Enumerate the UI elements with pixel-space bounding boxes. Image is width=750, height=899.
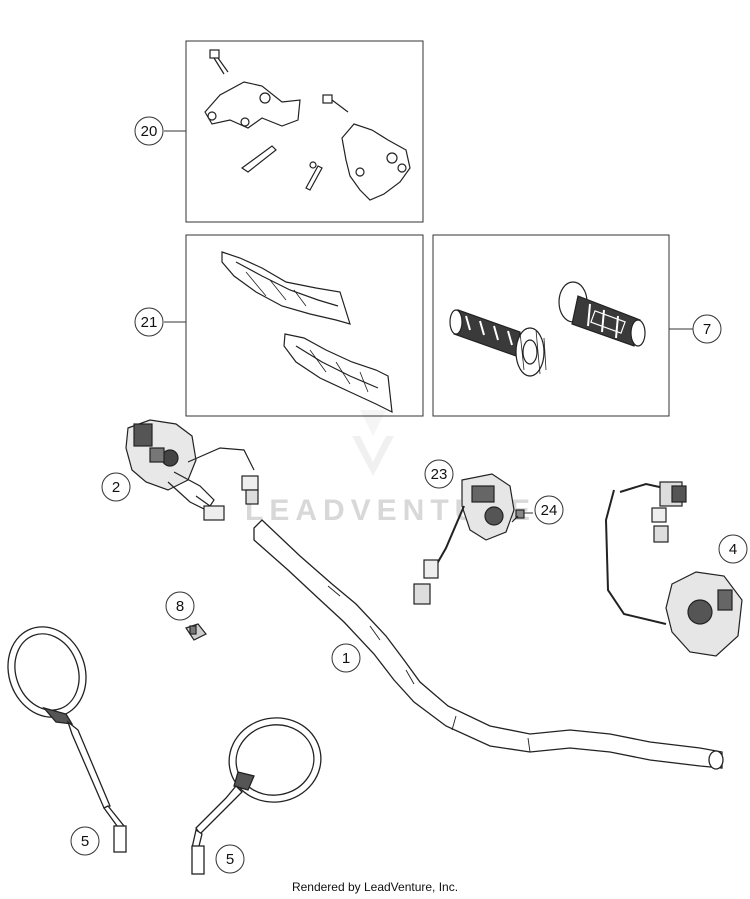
part-24-screw: [511, 509, 525, 523]
part-8-clip: [185, 623, 207, 641]
callout-21-circle: [134, 307, 164, 337]
callout-2-circle: [101, 472, 131, 502]
callout-23-circle: [424, 459, 454, 489]
kit-box-21: [185, 234, 424, 417]
callout-1: 1: [342, 650, 350, 667]
callout-5a: 5: [81, 833, 89, 850]
part-20-brackets: [204, 49, 411, 201]
callout-4: 4: [729, 541, 737, 558]
part-4-right-switch: [604, 481, 743, 657]
callout-24-circle: [534, 495, 564, 525]
part-5-mirror-right: [191, 717, 322, 875]
callout-4-circle: [718, 534, 748, 564]
part-2-left-switch: [125, 419, 259, 521]
part-21-handguards: [221, 251, 393, 414]
callout-21: 21: [141, 314, 158, 331]
callout-7-circle: [692, 314, 722, 344]
callout-1-circle: [331, 643, 361, 673]
callout-8: 8: [176, 598, 184, 615]
part-7-grips: [449, 281, 646, 377]
footer-credit: Rendered by LeadVenture, Inc.: [291, 880, 459, 894]
callout-20-circle: [134, 116, 164, 146]
callout-20: 20: [141, 123, 158, 140]
callout-24: 24: [541, 502, 558, 519]
callout-2: 2: [112, 479, 120, 496]
watermark-logo: [352, 410, 394, 476]
part-5-mirror-left: [7, 626, 127, 853]
callout-23: 23: [431, 466, 448, 483]
part-1-handlebar: [253, 519, 724, 770]
kit-box-20: [185, 40, 424, 223]
callout-5a-circle: [70, 826, 100, 856]
callout-5b-circle: [215, 844, 245, 874]
callout-7: 7: [703, 321, 711, 338]
part-23-throttle-sensor: [413, 473, 515, 605]
kit-box-7: [432, 234, 670, 417]
callout-5b: 5: [226, 851, 234, 868]
callout-8-circle: [165, 591, 195, 621]
